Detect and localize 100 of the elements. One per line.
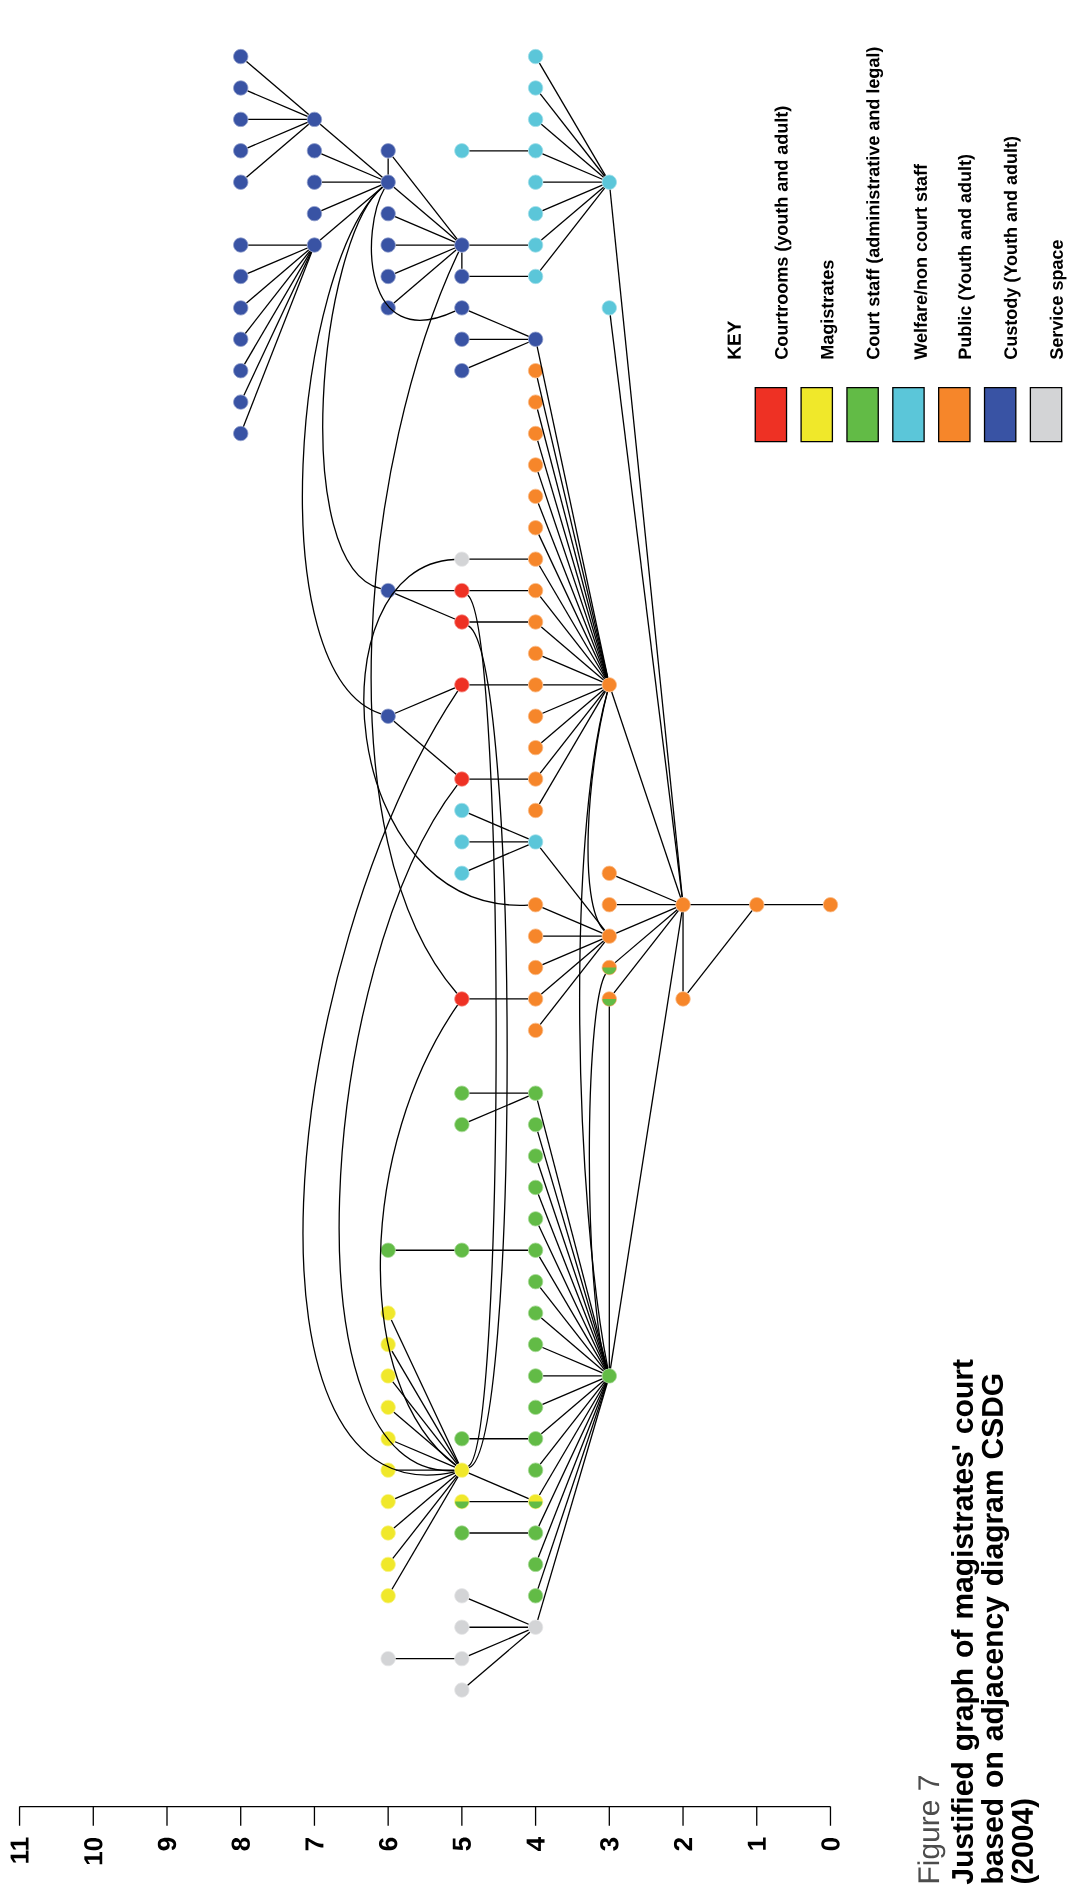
graph-node bbox=[528, 1085, 544, 1101]
graph-node bbox=[528, 771, 544, 787]
graph-node bbox=[233, 331, 249, 347]
connector-line bbox=[319, 123, 383, 178]
connector-line bbox=[538, 534, 607, 679]
connector-line bbox=[540, 186, 605, 241]
connector-line bbox=[392, 1475, 458, 1560]
graph-node bbox=[454, 331, 470, 347]
legend-label: Courtrooms (youth and adult) bbox=[774, 106, 792, 359]
connector-line bbox=[538, 1256, 607, 1370]
axis-tick-label: 10 bbox=[84, 1837, 103, 1865]
graph-node bbox=[528, 488, 544, 504]
connector-line bbox=[468, 558, 529, 560]
connector-line bbox=[247, 90, 309, 118]
connector-line bbox=[608, 1005, 610, 1369]
connector-line bbox=[540, 689, 605, 744]
graph-node bbox=[528, 991, 544, 1007]
graph-node bbox=[528, 237, 544, 253]
graph-node bbox=[601, 1368, 617, 1384]
legend-label: Custody (Youth and adult) bbox=[1003, 136, 1021, 359]
graph-node bbox=[528, 1305, 544, 1321]
connector-line bbox=[541, 153, 603, 180]
connector-line bbox=[243, 250, 312, 365]
connector-line bbox=[538, 690, 607, 805]
axis-tick-label: 4 bbox=[526, 1837, 545, 1851]
connector-line bbox=[541, 1346, 603, 1374]
connector-line bbox=[615, 875, 677, 903]
connector-line bbox=[468, 341, 530, 369]
axis-tick-label: 9 bbox=[157, 1837, 177, 1851]
connector-line bbox=[394, 215, 456, 243]
connector-line bbox=[244, 250, 311, 334]
graph-node bbox=[306, 206, 323, 222]
connector-line bbox=[468, 1095, 530, 1123]
graph-node bbox=[454, 363, 470, 379]
legend-label: Service space bbox=[1049, 240, 1067, 360]
figure-number: Figure 7 bbox=[917, 1776, 946, 1883]
graph-node bbox=[528, 1211, 544, 1227]
connector-line bbox=[247, 118, 308, 121]
connector-line bbox=[247, 244, 308, 246]
graph-node bbox=[528, 1117, 544, 1133]
connector-line bbox=[468, 338, 529, 340]
connector-line bbox=[370, 188, 456, 321]
connector-line bbox=[461, 252, 463, 270]
connector-line bbox=[245, 123, 310, 178]
connector-line bbox=[538, 1382, 607, 1527]
graph-node bbox=[601, 300, 617, 316]
graph-node bbox=[380, 300, 396, 316]
connector-line bbox=[613, 910, 679, 994]
connector-line bbox=[394, 247, 456, 275]
graph-node bbox=[528, 331, 544, 347]
graph-node bbox=[528, 834, 544, 850]
connector-line bbox=[468, 778, 529, 780]
connector-line bbox=[395, 244, 455, 246]
connector-line bbox=[540, 940, 605, 995]
graph-node bbox=[233, 80, 249, 96]
connector-line bbox=[468, 150, 529, 152]
graph-node bbox=[528, 614, 544, 630]
graph-node bbox=[454, 1651, 470, 1667]
connector-line bbox=[321, 181, 382, 183]
connector-line bbox=[682, 911, 684, 992]
connector-line bbox=[387, 157, 389, 176]
graph-node bbox=[528, 802, 544, 819]
connector-line bbox=[609, 189, 683, 898]
connector-line bbox=[245, 249, 310, 304]
connector-line bbox=[468, 684, 529, 686]
graph-node bbox=[528, 394, 544, 410]
graph-node bbox=[233, 111, 249, 127]
graph-node bbox=[528, 1179, 544, 1196]
graph-node bbox=[528, 520, 544, 536]
connector-line bbox=[468, 621, 529, 623]
axis-tick-label: 5 bbox=[452, 1837, 471, 1851]
graph-node bbox=[380, 174, 396, 190]
graph-node bbox=[380, 268, 396, 285]
connector-line bbox=[393, 186, 457, 241]
connector-line bbox=[393, 1474, 457, 1529]
graph-node bbox=[306, 111, 323, 127]
connector-line bbox=[542, 1375, 603, 1377]
graph-node bbox=[528, 1274, 544, 1290]
connector-line bbox=[541, 938, 603, 966]
connector-line bbox=[540, 1317, 605, 1372]
graph-node bbox=[233, 48, 249, 65]
connector-line bbox=[541, 184, 603, 212]
axis-tick-label: 6 bbox=[378, 1837, 398, 1851]
connector-line bbox=[539, 595, 606, 680]
graph-node bbox=[528, 1619, 544, 1635]
connector-line bbox=[538, 565, 607, 679]
graph-node bbox=[528, 645, 544, 661]
connector-line bbox=[539, 187, 606, 272]
graph-node bbox=[601, 897, 617, 913]
connector-line bbox=[468, 998, 529, 1000]
connector-line bbox=[468, 244, 529, 246]
axis-tick-label: 2 bbox=[673, 1837, 693, 1851]
connector-line bbox=[539, 93, 606, 177]
graph-node bbox=[601, 865, 617, 881]
graph-node bbox=[822, 897, 839, 913]
connector-line bbox=[392, 156, 458, 240]
connector-line bbox=[542, 935, 603, 937]
graph-node bbox=[454, 1525, 470, 1541]
graph-node bbox=[528, 740, 544, 756]
connector-line bbox=[468, 1598, 530, 1625]
